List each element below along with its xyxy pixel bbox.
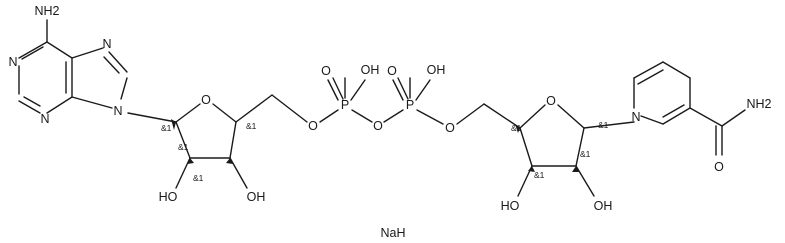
hydroxyl-label-3n: HO	[501, 199, 520, 213]
nitrogen-label-n3: N	[40, 112, 49, 126]
nitrogen-label-n9: N	[113, 104, 122, 118]
oxygen-label-bridge: O	[373, 119, 383, 133]
stereo-mark: &1	[580, 149, 591, 159]
stereo-mark: &1	[161, 123, 172, 133]
amine-label-adenine: NH2	[34, 4, 59, 18]
bond-lines	[18, 19, 746, 197]
stereo-mark: &1	[511, 123, 522, 133]
nitrogen-label-pyridine: N	[631, 110, 640, 124]
amide-nh2-label: NH2	[746, 97, 771, 111]
hydroxyl-label-2a: HO	[159, 190, 178, 204]
stereo-marks: &1 &1 &1 &1 &1 &1 &1 &1	[161, 120, 609, 183]
nitrogen-label-n1: N	[8, 55, 17, 69]
stereo-mark: &1	[598, 120, 609, 130]
stereo-mark: &1	[246, 121, 257, 131]
atom-labels: NH2 N N N N O HO OH O P OH O O P OH O O …	[8, 4, 771, 213]
phosphorus-label-2: P	[406, 98, 414, 112]
stereo-mark: &1	[193, 173, 204, 183]
wedge-bonds	[171, 119, 579, 172]
nitrogen-label-n7: N	[102, 37, 111, 51]
oxygen-label-p2: O	[387, 64, 397, 78]
counterion-label: NaH	[380, 226, 405, 240]
oxygen-label-ribose-a: O	[201, 93, 211, 107]
hydroxyl-label-3a: OH	[247, 190, 266, 204]
stereo-mark: &1	[178, 142, 189, 152]
oxygen-label-ribose-n: O	[546, 94, 556, 108]
phosphorus-label-1: P	[341, 98, 349, 112]
oxygen-label-link-n: O	[445, 121, 455, 135]
hydroxyl-label-p1: OH	[361, 63, 380, 77]
hydroxyl-label-p2: OH	[427, 63, 446, 77]
stereo-mark: &1	[534, 170, 545, 180]
oxygen-label-p1: O	[321, 64, 331, 78]
oxygen-label-link-a: O	[308, 119, 318, 133]
hydroxyl-label-2n: OH	[594, 199, 613, 213]
oxygen-label-amide: O	[714, 160, 724, 174]
